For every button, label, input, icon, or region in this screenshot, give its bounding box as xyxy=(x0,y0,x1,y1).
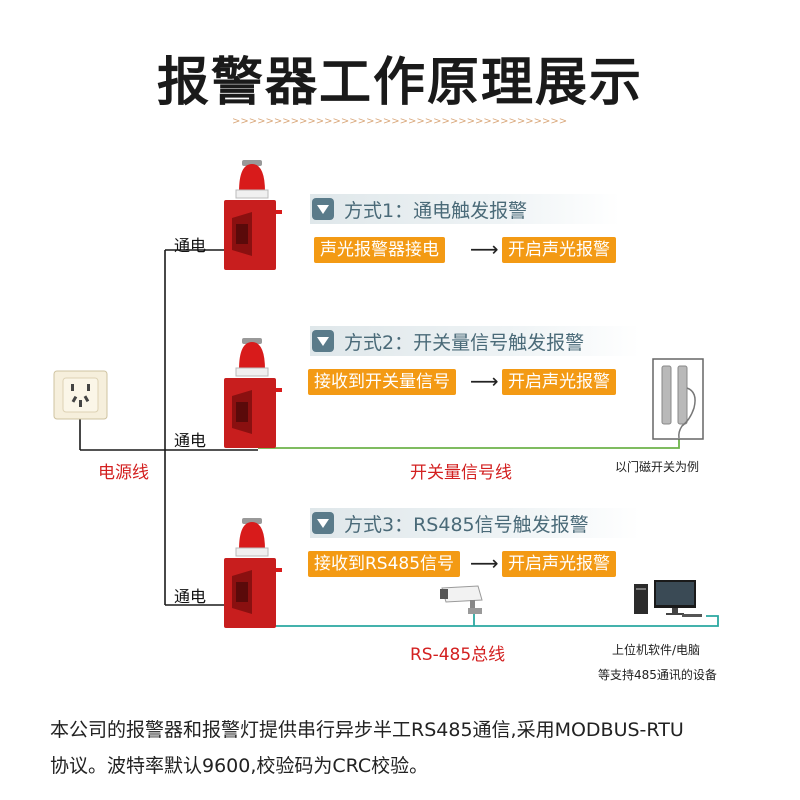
title-decor-chevrons: >>>>>>>>>>>>>>>>>>>>>>>>>>>>>>>>>>>>>>>>… xyxy=(232,116,568,127)
result-box: 开启声光报警 xyxy=(502,551,616,577)
mode-1-heading: 方式1：通电触发报警 xyxy=(310,194,527,224)
pc-label-line2: 等支持485通讯的设备 xyxy=(598,668,717,682)
alarm-siren-icon xyxy=(222,160,282,272)
trigger-box: 接收到开关量信号 xyxy=(308,369,456,395)
pc-label-line1: 上位机软件/电脑 xyxy=(612,643,701,657)
mode-heading-text: 方式2：开关量信号触发报警 xyxy=(344,331,585,354)
alarm-siren-icon xyxy=(222,518,282,630)
footer-description: 本公司的报警器和报警灯提供串行异步半工RS485通信,采用MODBUS-RTU … xyxy=(50,712,770,784)
power-on-label: 通电 xyxy=(174,236,207,255)
mode-heading-bg xyxy=(310,326,640,356)
power-wiring xyxy=(79,249,258,606)
power-line-label: 电源线 xyxy=(98,463,149,483)
mode-heading-text: 方式3：RS485信号触发报警 xyxy=(344,513,589,536)
down-triangle-icon xyxy=(312,330,334,352)
footer-line-1: 本公司的报警器和报警灯提供串行异步半工RS485通信,采用MODBUS-RTU xyxy=(50,719,684,741)
mode-heading-bg xyxy=(310,194,620,224)
mode-heading-text: 方式1：通电触发报警 xyxy=(344,199,528,222)
page-title: 报警器工作原理展示 xyxy=(156,53,643,113)
switch-line-label: 开关量信号线 xyxy=(410,463,512,483)
mode-2-heading: 方式2：开关量信号触发报警 xyxy=(310,326,584,356)
socket-icon xyxy=(53,370,108,420)
right-arrow-icon: ⟶ xyxy=(470,551,499,575)
switch-signal-line xyxy=(258,435,680,449)
power-on-label: 通电 xyxy=(174,431,207,450)
mode-heading-bg xyxy=(310,508,640,538)
alarm-siren-icon xyxy=(222,338,282,450)
power-on-label: 通电 xyxy=(174,587,207,606)
result-box: 开启声光报警 xyxy=(502,237,616,263)
result-box: 开启声光报警 xyxy=(502,369,616,395)
down-triangle-icon xyxy=(312,198,334,220)
door-example-label: 以门磁开关为例 xyxy=(615,460,700,474)
trigger-box: 接收到RS485信号 xyxy=(308,551,461,577)
right-arrow-icon: ⟶ xyxy=(470,237,499,261)
rs485-bus-line xyxy=(270,615,719,627)
mode-3-heading: 方式3：RS485信号触发报警 xyxy=(310,508,589,538)
right-arrow-icon: ⟶ xyxy=(470,369,499,393)
desktop-computer-icon xyxy=(632,578,716,618)
security-camera-icon xyxy=(440,582,490,616)
door-magnetic-switch-icon xyxy=(652,358,704,440)
down-triangle-icon xyxy=(312,512,334,534)
rs485-bus-label: RS-485总线 xyxy=(410,645,506,665)
footer-line-2: 协议。波特率默认9600,校验码为CRC校验。 xyxy=(50,755,429,777)
trigger-box: 声光报警器接电 xyxy=(314,237,445,263)
